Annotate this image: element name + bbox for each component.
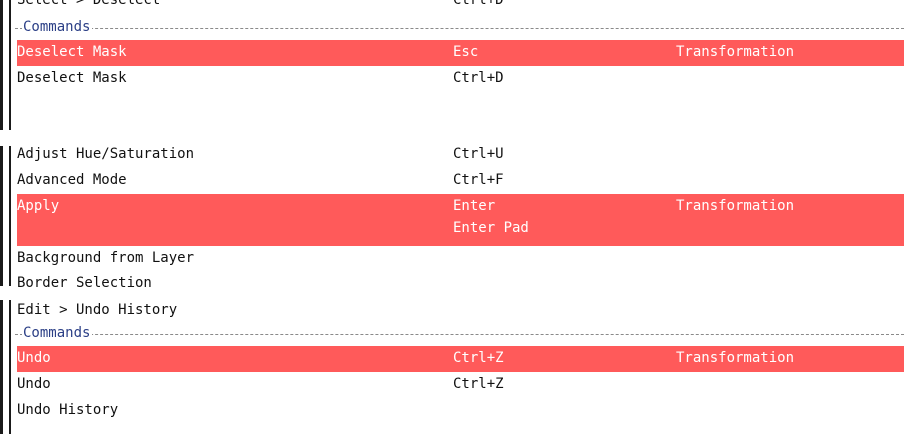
list-border-left [0, 300, 3, 434]
menu-path: Edit > Undo History [17, 302, 178, 318]
command-name: Advanced Mode [17, 172, 127, 188]
shortcut-row[interactable]: Undo History [17, 398, 904, 424]
section-label: Commands [22, 18, 93, 36]
list-border-left [0, 146, 3, 286]
shortcut-key: Ctrl+U [453, 146, 504, 162]
command-name: Deselect Mask [17, 44, 127, 60]
shortcut-key: Ctrl+D [453, 0, 504, 8]
shortcut-key: Ctrl+F [453, 172, 504, 188]
partial-row-top[interactable]: Select > Deselect Ctrl+D [17, 0, 904, 8]
shortcut-row-selected[interactable]: Undo Ctrl+Z Transformation [17, 346, 904, 372]
shortcut-context: Transformation [676, 350, 795, 366]
command-name: Apply [17, 198, 60, 214]
shortcut-row[interactable]: Background from Layer [17, 246, 904, 272]
section-header-commands: Commands [15, 324, 904, 343]
command-name: Adjust Hue/Saturation [17, 146, 195, 162]
section-label: Commands [22, 324, 93, 342]
command-name: Deselect Mask [17, 70, 127, 86]
command-name: Undo History [17, 402, 119, 418]
shortcut-key: Enter [453, 198, 496, 214]
command-name: Undo [17, 376, 51, 392]
shortcut-row[interactable]: Undo Ctrl+Z [17, 372, 904, 398]
command-name: Border Selection [17, 275, 152, 291]
list-border-left [0, 0, 3, 130]
shortcut-keys: Enter Enter Pad [453, 194, 529, 238]
menu-path-row[interactable]: Edit > Undo History [17, 298, 904, 324]
list-border-inner [9, 146, 11, 286]
shortcut-context: Transformation [676, 198, 795, 214]
section-header-commands: Commands [15, 18, 904, 37]
shortcut-key-alt: Enter Pad [453, 220, 529, 236]
shortcut-row[interactable]: Advanced Mode Ctrl+F [17, 168, 904, 194]
list-border-inner [9, 0, 11, 130]
shortcut-key: Esc [453, 44, 479, 60]
shortcut-key: Ctrl+Z [453, 350, 504, 366]
shortcut-row[interactable]: Deselect Mask Ctrl+D [17, 66, 904, 92]
shortcut-row-selected[interactable]: Apply Enter Enter Pad Transformation [17, 194, 904, 246]
shortcut-row[interactable]: Adjust Hue/Saturation Ctrl+U [17, 142, 904, 168]
shortcut-key: Ctrl+Z [453, 376, 504, 392]
shortcut-row[interactable]: Border Selection [17, 271, 904, 297]
command-name: Background from Layer [17, 250, 195, 266]
command-name: Undo [17, 350, 51, 366]
list-border-inner [9, 300, 11, 434]
shortcut-row-selected[interactable]: Deselect Mask Esc Transformation [17, 40, 904, 66]
section-divider [15, 334, 904, 335]
shortcut-key: Ctrl+D [453, 70, 504, 86]
section-divider [15, 28, 904, 29]
shortcut-context: Transformation [676, 44, 795, 60]
command-name: Select > Deselect [17, 0, 161, 8]
